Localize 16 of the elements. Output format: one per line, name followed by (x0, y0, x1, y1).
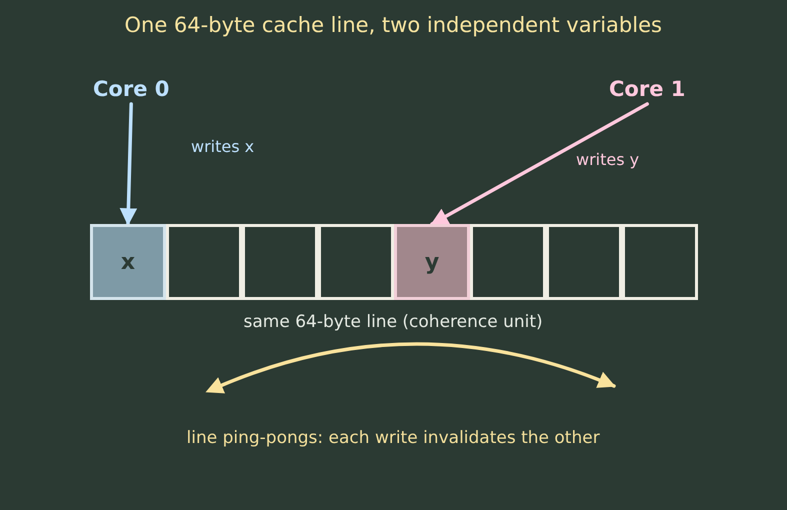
cache-line-slot (318, 224, 394, 300)
cache-line-slot (470, 224, 546, 300)
cache-line-slot (622, 224, 698, 300)
cache-line-slot: y (394, 224, 470, 300)
edge-label: writes y (574, 150, 642, 169)
core-label: Core 1 (609, 76, 686, 102)
cache-line-slot (546, 224, 622, 300)
cache-line-slot (166, 224, 242, 300)
core-label: Core 0 (93, 76, 170, 102)
cache-line-slot: x (90, 224, 166, 300)
annotation-text: same 64-byte line (coherence unit) (244, 312, 543, 332)
arrow (120, 102, 138, 226)
annotation-text: line ping-pongs: each write invalidates the other (186, 428, 600, 448)
cache-line-slot (242, 224, 318, 300)
title: One 64-byte cache line, two independent variables (124, 13, 662, 37)
arrow (430, 102, 649, 226)
